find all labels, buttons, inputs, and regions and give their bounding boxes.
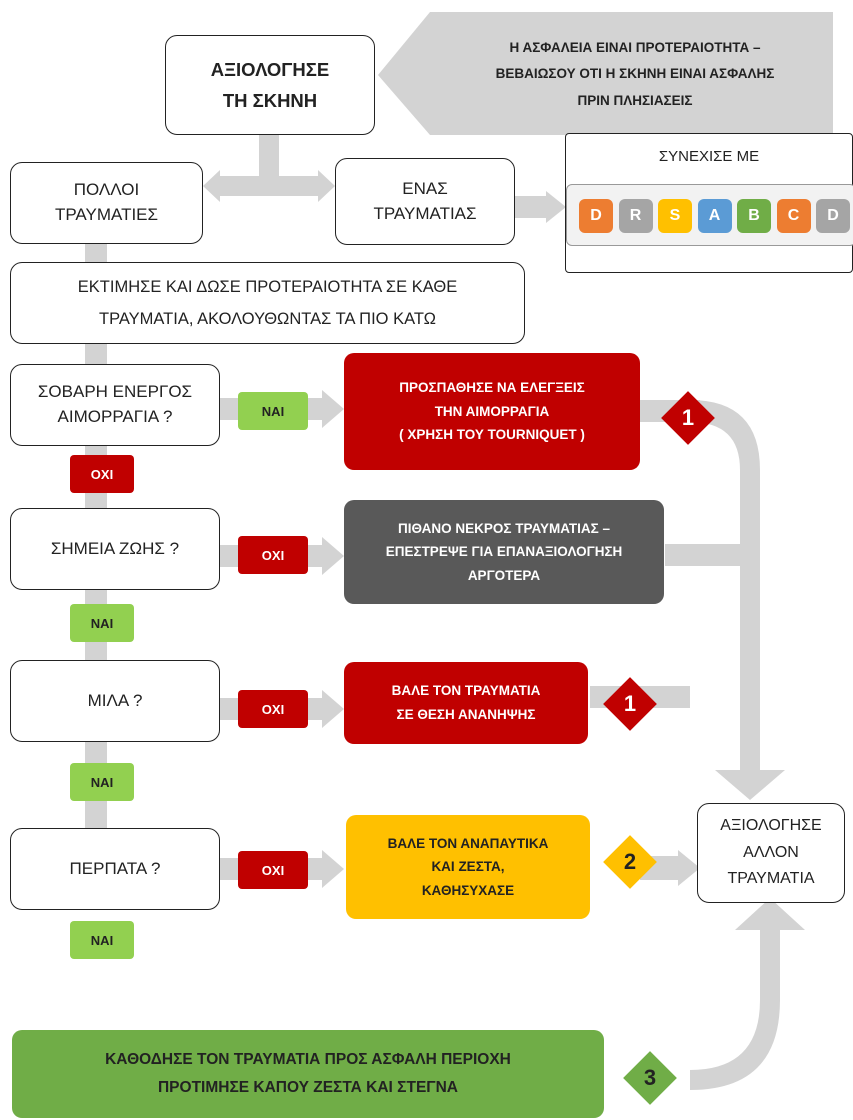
priority-3-label: 3 [643, 1065, 657, 1090]
yes-tag-talks: ΝΑΙ [70, 763, 134, 801]
recovery-position-box: ΒΑΛΕ ΤΟΝ ΤΡΑΥΜΑΤΙΑ ΣΕ ΘΕΣΗ ΑΝΑΝΗΨΗΣ [344, 662, 588, 744]
no-tag-bleeding: ΟΧΙ [70, 455, 134, 493]
drsabcd-letter-5: B [737, 199, 771, 233]
guide-to-safety-box: ΚΑΘΟΔΗΣΕ ΤΟΝ ΤΡΑΥΜΑΤΙΑ ΠΡΟΣ ΑΣΦΑΛΗ ΠΕΡΙΟ… [12, 1030, 604, 1118]
priority-2-label: 2 [623, 849, 637, 874]
priority-1a-label: 1 [681, 405, 695, 430]
question-walks: ΠΕΡΠΑΤΑ ? [10, 828, 220, 910]
yes-tag-signs-of-life: ΝΑΙ [70, 604, 134, 642]
no-tag-walks: ΟΧΙ [238, 851, 308, 889]
no-tag-talks: ΟΧΙ [238, 690, 308, 728]
safety-banner-text: Η ΑΣΦΑΛΕΙΑ ΕΙΝΑΙ ΠΡΟΤΕΡΑΙΟΤΗΤΑ – ΒΕΒΑΙΩΣ… [495, 40, 775, 108]
rest-warm-box: ΒΑΛΕ ΤΟΝ ΑΝΑΠΑΥΤΙΚΑ ΚΑΙ ΖΕΣΤΑ, ΚΑΘΗΣΥΧΑΣ… [346, 815, 590, 919]
drsabcd-letter-3: S [658, 199, 692, 233]
question-bleeding: ΣΟΒΑΡΗ ΕΝΕΡΓΟΣ ΑΙΜΟΡΡΑΓΙΑ ? [10, 364, 220, 446]
drsabcd-letter-6: C [776, 199, 811, 233]
drsabcd-letter-4: A [697, 199, 732, 233]
control-bleeding-box: ΠΡΟΣΠΑΘΗΣΕ ΝΑ ΕΛΕΓΞΕΙΣ ΤΗΝ ΑΙΜΟΡΡΑΓΙΑ ( … [344, 353, 640, 470]
continue-with-title: ΣΥΝΕΧΙΣΕ ΜΕ [658, 148, 760, 165]
safety-banner-shape [378, 12, 833, 135]
many-casualties-box: ΠΟΛΛΟΙ ΤΡΑΥΜΑΤΙΕΣ [10, 162, 203, 244]
yes-tag-walks: ΝΑΙ [70, 921, 134, 959]
assess-other-casualty-box: ΑΞΙΟΛΟΓΗΣΕ ΑΛΛΟΝ ΤΡΑΥΜΑΤΙΑ [697, 803, 845, 903]
drsabcd-letter-2: R [618, 199, 653, 233]
question-talks: ΜΙΛΑ ? [10, 660, 220, 742]
question-signs-of-life: ΣΗΜΕΙΑ ΖΩΗΣ ? [10, 508, 220, 590]
drsabcd-letter-1: D [579, 199, 613, 233]
triage-intro-box: ΕΚΤΙΜΗΣΕ ΚΑΙ ΔΩΣΕ ΠΡΟΤΕΡΑΙΟΤΗΤΑ ΣΕ ΚΑΘΕ … [10, 262, 525, 344]
assess-scene-box: ΑΞΙΟΛΟΓΗΣΕ ΤΗ ΣΚΗΝΗ [165, 35, 375, 135]
one-casualty-box: ΕΝΑΣ ΤΡΑΥΜΑΤΙΑΣ [335, 158, 515, 245]
possibly-dead-box: ΠΙΘΑΝΟ ΝΕΚΡΟΣ ΤΡΑΥΜΑΤΙΑΣ – ΕΠΕΣΤΡΕΨΕ ΓΙΑ… [344, 500, 664, 604]
no-tag-signs-of-life: ΟΧΙ [238, 536, 308, 574]
drsabcd-letter-7: D [816, 199, 850, 233]
priority-1b-label: 1 [623, 691, 637, 716]
yes-tag-bleeding: ΝΑΙ [238, 392, 308, 430]
